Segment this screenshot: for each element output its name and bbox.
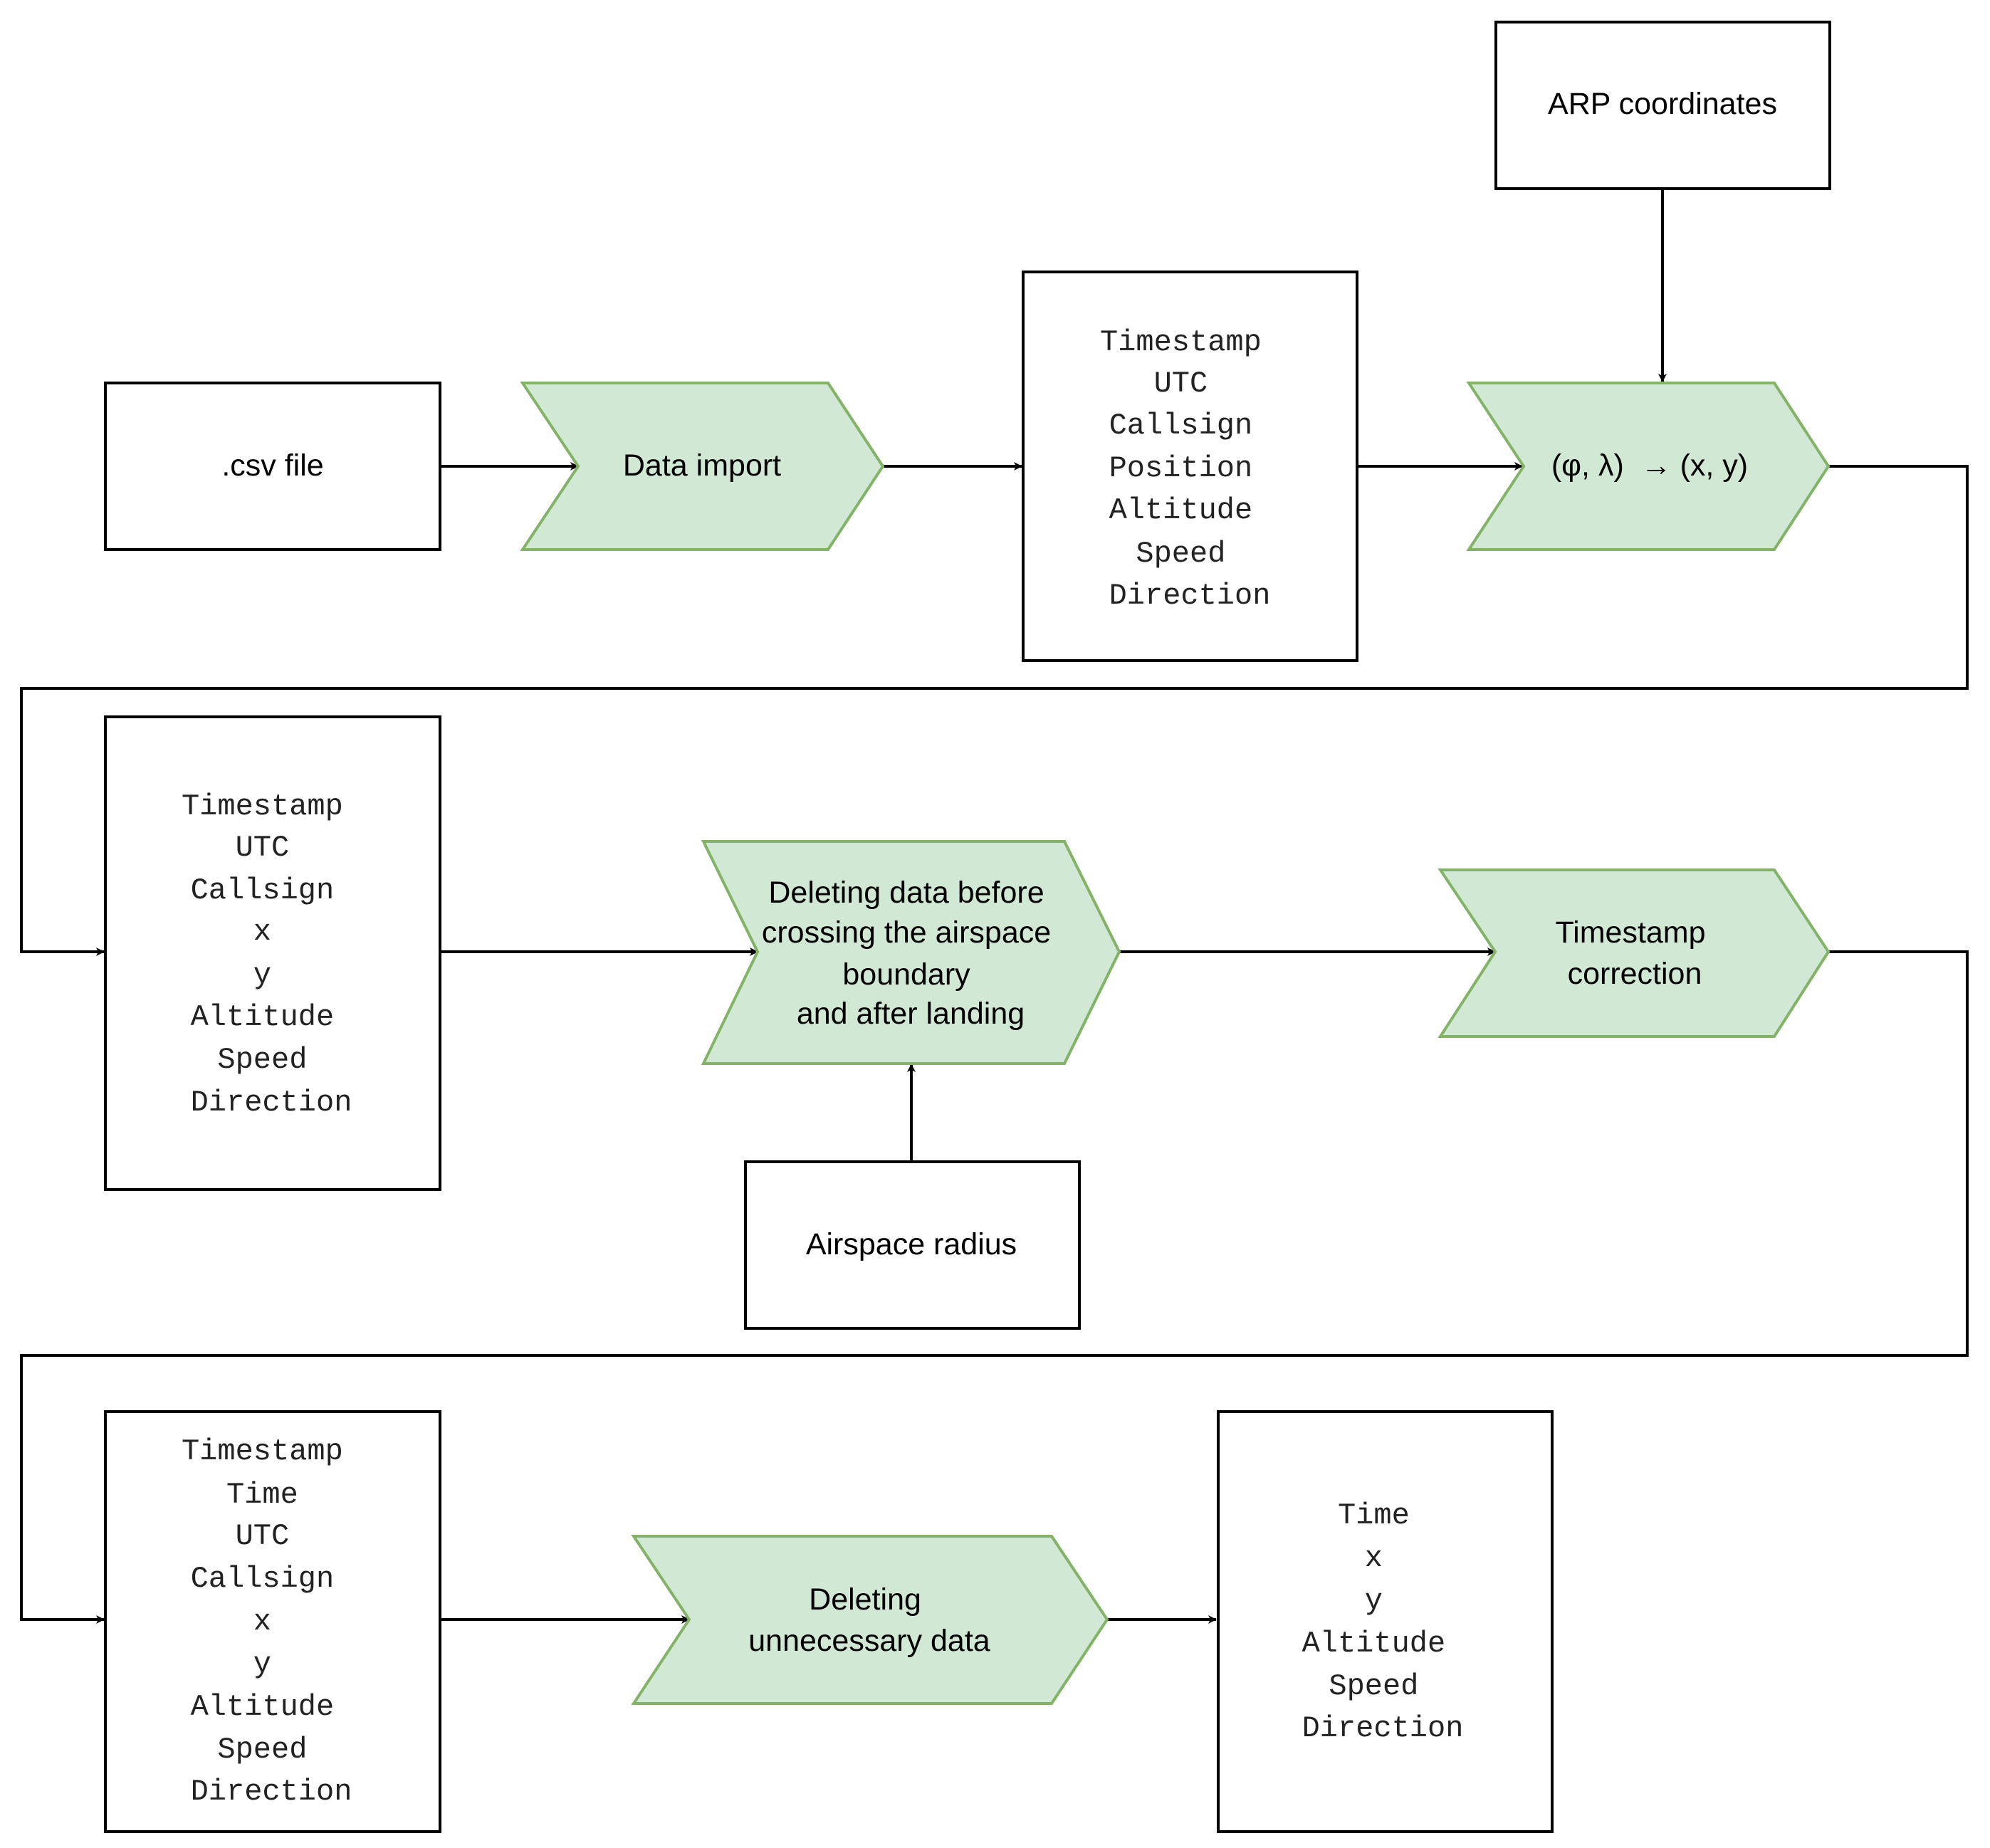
node-label: ARP coordinates xyxy=(1548,87,1777,121)
node-raw-fields: Timestamp UTC Callsign Position Altitude… xyxy=(1022,271,1358,662)
field-list: Timestamp UTC Callsign Position Altitude… xyxy=(1100,325,1279,613)
edge-correction-to-time-fields xyxy=(20,950,1969,1624)
node-csv-file: .csv file xyxy=(104,382,441,551)
node-coord-transform: (φ, λ) → (x, y) xyxy=(1466,382,1831,551)
node-time-fields: Timestamp Time UTC Callsign x y Altitude… xyxy=(104,1410,441,1833)
field-list: Timestamp Time UTC Callsign x y Altitude… xyxy=(182,1434,361,1809)
node-delete-unnecessary: Deleting unnecessary data xyxy=(631,1535,1109,1705)
field-list: Timestamp UTC Callsign x y Altitude Spee… xyxy=(182,789,361,1120)
node-label: Deleting data before crossing the airspa… xyxy=(762,876,1059,1031)
node-label: Airspace radius xyxy=(806,1227,1017,1261)
node-airspace-radius: Airspace radius xyxy=(744,1160,1081,1330)
connectors xyxy=(20,189,1969,1624)
node-label: (φ, λ) → (x, y) xyxy=(1551,448,1748,483)
node-label: Deleting unnecessary data xyxy=(748,1582,990,1658)
node-timestamp-correction: Timestamp correction xyxy=(1437,868,1831,1038)
node-label: Timestamp correction xyxy=(1555,915,1714,991)
node-final-fields: Time x y Altitude Speed Direction xyxy=(1217,1410,1554,1833)
node-delete-outside-airspace: Deleting data before crossing the airspa… xyxy=(701,840,1121,1065)
node-label: Data import xyxy=(623,448,781,483)
node-data-import: Data import xyxy=(520,382,885,551)
node-arp-coordinates: ARP coordinates xyxy=(1494,21,1831,190)
node-xy-fields: Timestamp UTC Callsign x y Altitude Spee… xyxy=(104,715,441,1191)
edge-transform-to-xy-fields xyxy=(20,465,1969,956)
field-list: Time x y Altitude Speed Direction xyxy=(1302,1498,1464,1745)
node-label: .csv file xyxy=(221,448,323,483)
